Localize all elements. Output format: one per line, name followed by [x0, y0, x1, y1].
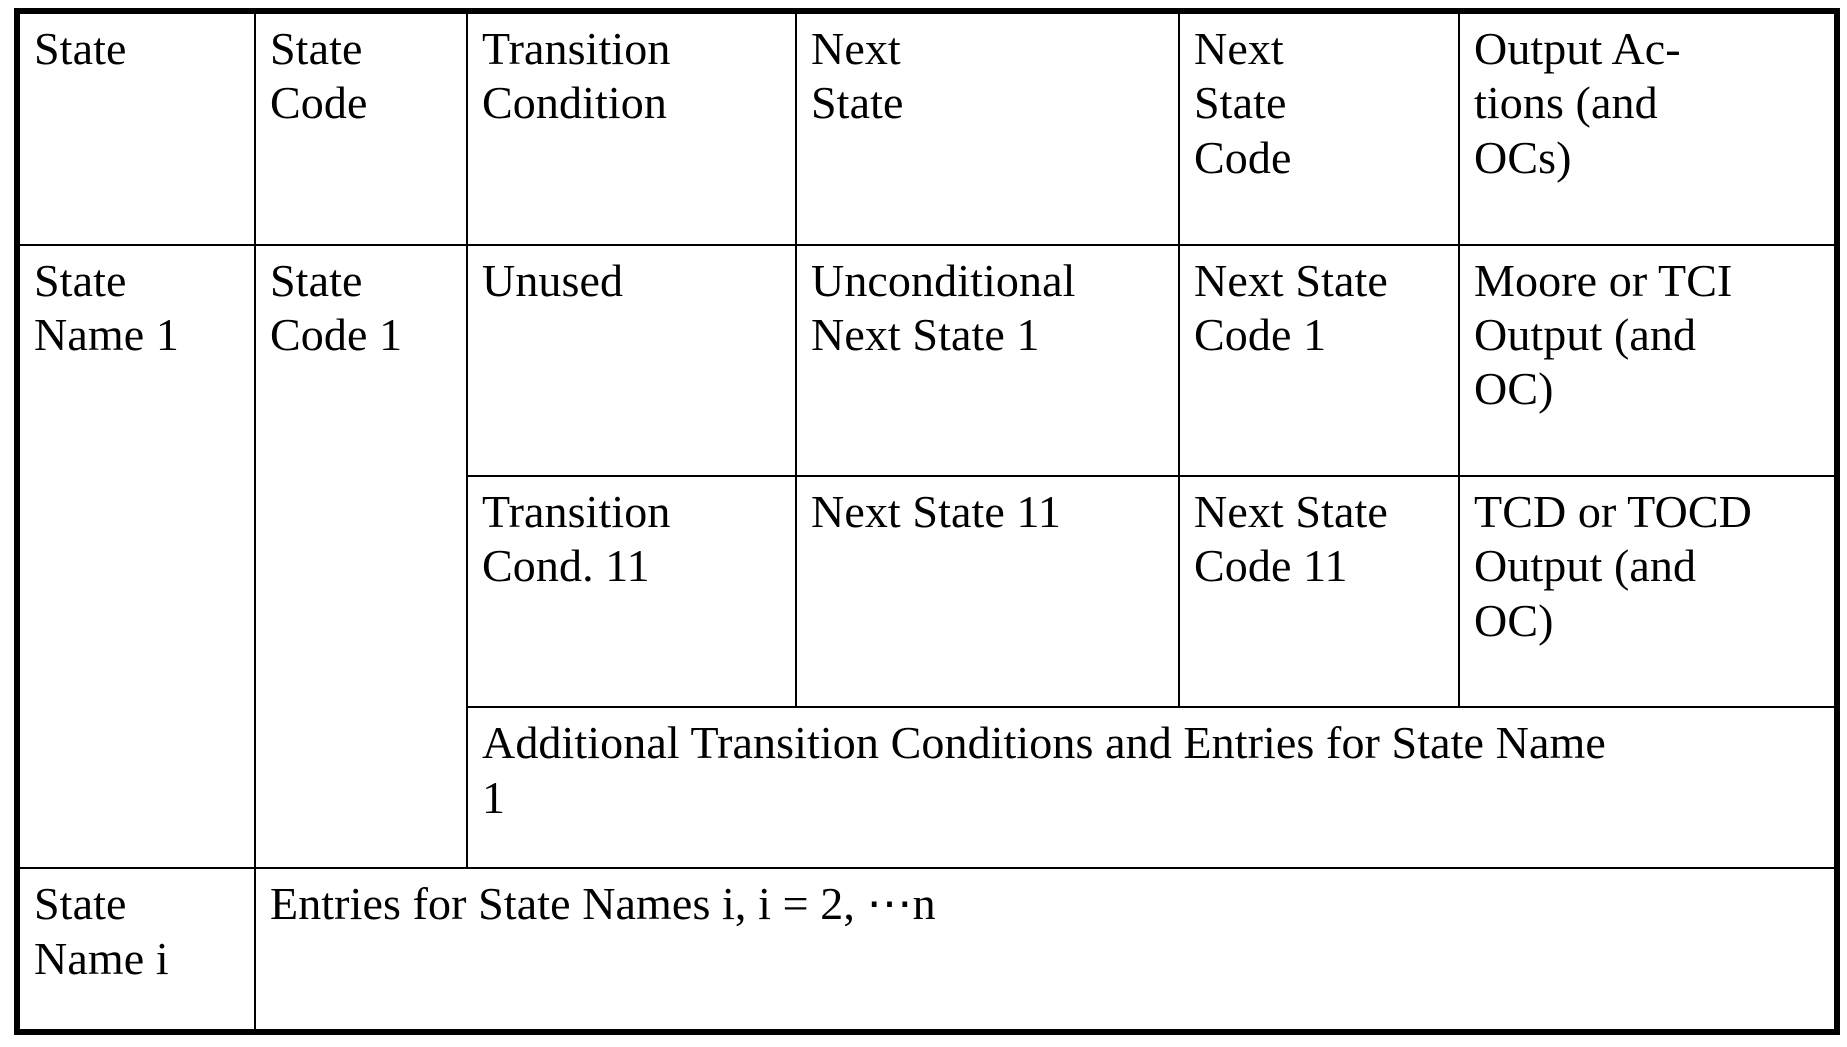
transition-condition-unused-label: Unused [482, 254, 624, 306]
table-row: State Name 1 State Code 1 Unused Uncondi… [17, 243, 1837, 870]
header-label-transition-condition: Transition Condition [482, 23, 671, 129]
cell-state-name-i: State Name i [17, 867, 256, 1032]
cell-state-name-1: State Name 1 [17, 243, 256, 870]
header-cell-output-actions: Output Ac- tions (and OCs) [1458, 11, 1837, 246]
table-row: State Name i Entries for State Names i, … [17, 867, 1837, 1032]
cell-next-state-code-11: Next State Code 11 [1178, 475, 1460, 709]
entries-state-names-i-label: Entries for State Names i, i = 2, ⋯n [270, 878, 936, 930]
header-cell-next-state: Next State [795, 11, 1180, 246]
header-label-next-state: Next State [811, 23, 904, 129]
cell-entries-state-names-i: Entries for State Names i, i = 2, ⋯n [254, 867, 1837, 1032]
table-row: Additional Transition Conditions and Ent… [17, 706, 1837, 870]
state-name-1-label: State Name 1 [34, 254, 179, 361]
next-state-code-11-label: Next State Code 11 [1194, 486, 1388, 592]
table-row: Transition Cond. 11 Next State 11 Next S… [17, 475, 1837, 709]
cell-transition-cond-11: Transition Cond. 11 [467, 475, 797, 709]
output-tcd-tocd-label: TCD or TOCD Output (and OC) [1474, 486, 1752, 646]
cell-next-state-11: Next State 11 [795, 475, 1180, 709]
cell-output-moore-tci: Moore or TCI Output (and OC) [1458, 243, 1837, 478]
header-label-state-code: State Code [270, 23, 368, 129]
table-header-row: State State Code Transition Condition Ne… [17, 11, 1837, 246]
cell-next-state-code-1: Next State Code 1 [1178, 243, 1460, 478]
header-cell-state-code: State Code [254, 11, 468, 246]
state-code-1-label: State Code 1 [270, 254, 403, 361]
state-transition-table: State State Code Transition Condition Ne… [14, 8, 1840, 1035]
cell-state-code-1: State Code 1 [254, 243, 468, 870]
cell-next-state-unconditional: Unconditional Next State 1 [795, 243, 1180, 478]
header-label-state: State [34, 23, 127, 74]
cell-transition-condition-unused: Unused [466, 243, 797, 478]
header-label-output-actions: Output Ac- tions (and OCs) [1474, 23, 1681, 183]
header-label-next-state-code: Next State Code [1194, 23, 1292, 183]
transition-cond-11-label: Transition Cond. 11 [482, 486, 671, 592]
next-state-11-label: Next State 11 [811, 486, 1061, 538]
next-state-unconditional-label: Unconditional Next State 1 [811, 254, 1076, 361]
cell-additional-transitions: Additional Transition Conditions and Ent… [467, 706, 1837, 870]
next-state-code-1-label: Next State Code 1 [1194, 254, 1388, 361]
cell-output-tcd-tocd: TCD or TOCD Output (and OC) [1458, 475, 1837, 709]
state-name-i-label: State Name i [34, 878, 169, 984]
additional-transitions-label: Additional Transition Conditions and Ent… [482, 717, 1606, 823]
header-cell-next-state-code: Next State Code [1178, 11, 1460, 246]
header-cell-transition-condition: Transition Condition [466, 11, 797, 246]
output-moore-tci-label: Moore or TCI Output (and OC) [1474, 254, 1733, 415]
header-cell-state: State [17, 11, 256, 246]
